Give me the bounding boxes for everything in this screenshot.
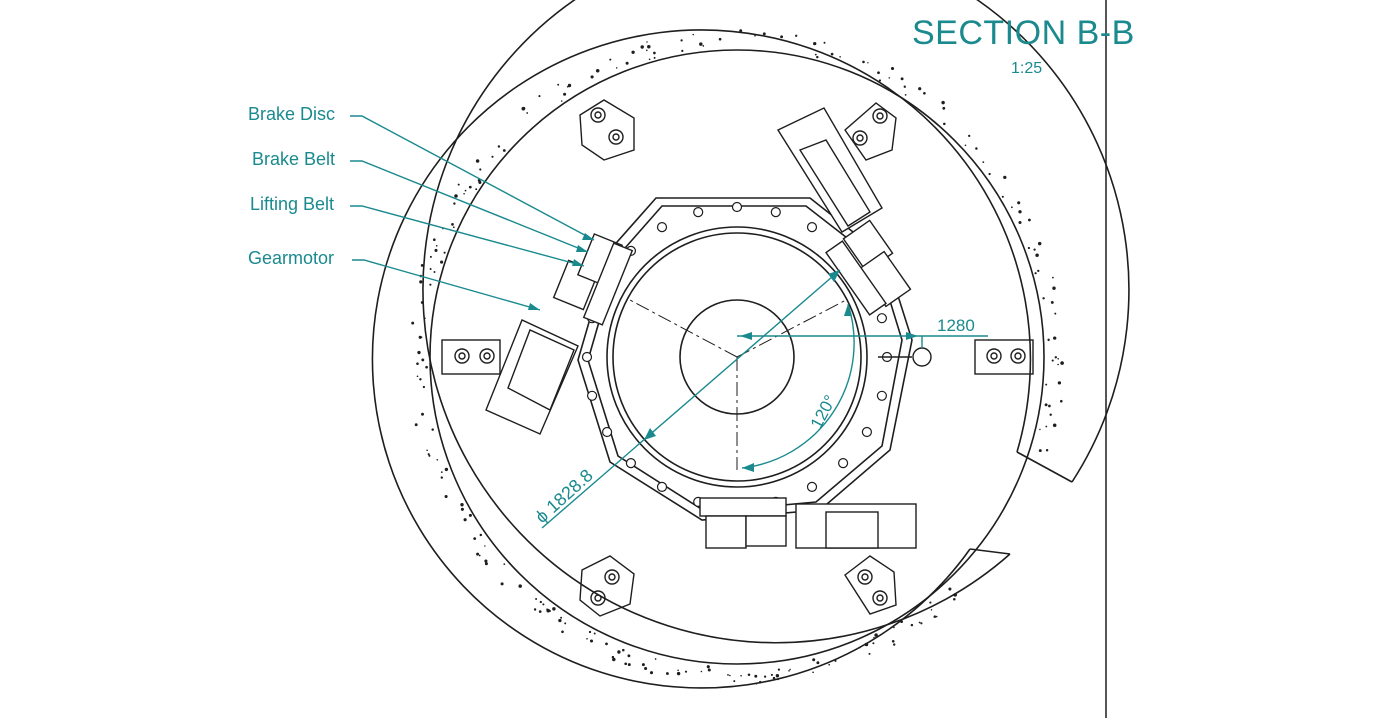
anchor-plate-bottom-right: [844, 555, 897, 615]
bolt-hole: [731, 201, 743, 213]
dimension-offset: [737, 332, 988, 348]
concrete-texture: [411, 29, 1064, 685]
bolt-hole: [581, 351, 593, 363]
center-lines: [629, 299, 847, 470]
bolt-hole: [806, 481, 818, 492]
section-title: SECTION B-B: [912, 14, 1135, 52]
callout-brake-disc: Brake Disc: [248, 104, 336, 124]
anchor-plate-left: [441, 339, 501, 375]
bolt-hole: [656, 481, 668, 492]
bolt-hole: [770, 207, 781, 218]
callout-lifting-belt: Lifting Belt: [250, 194, 335, 214]
bolt-hole: [876, 390, 888, 401]
callout-gearmotor: Gearmotor: [248, 248, 335, 268]
anchor-plate-right: [974, 339, 1034, 375]
bolt-hole: [656, 222, 668, 233]
bolt-hole: [861, 426, 873, 438]
bolt-hole: [806, 222, 818, 233]
drive-unit-left: [485, 233, 634, 435]
inner-ring: [429, 49, 1045, 665]
angle-label: 120°: [807, 392, 840, 432]
dimension-diameter: [541, 269, 841, 529]
anchor-plate-top-left: [579, 99, 635, 161]
offset-label: 1280: [937, 316, 975, 335]
drive-unit-bottom: [699, 497, 917, 549]
bolt-hole: [693, 207, 704, 218]
outer-ring: [371, 0, 1130, 689]
reference-pin: [878, 347, 932, 367]
bolt-hole: [601, 426, 613, 438]
drive-unit-right: [776, 107, 912, 316]
callout-brake-belt: Brake Belt: [252, 149, 336, 169]
section-scale: 1:25: [1011, 60, 1043, 77]
callout-arrowheads: [528, 233, 594, 310]
diameter-label: ϕ 1828.8: [531, 465, 597, 527]
dimension-angle: [741, 303, 855, 472]
bolt-hole: [625, 458, 637, 469]
anchor-plate-bottom-left: [579, 555, 635, 617]
bolt-hole: [876, 313, 888, 324]
bolt-hole: [837, 458, 849, 469]
callout-leaders: [350, 115, 595, 311]
anchor-plate-top-right: [844, 102, 897, 161]
bolt-hole: [586, 390, 598, 401]
